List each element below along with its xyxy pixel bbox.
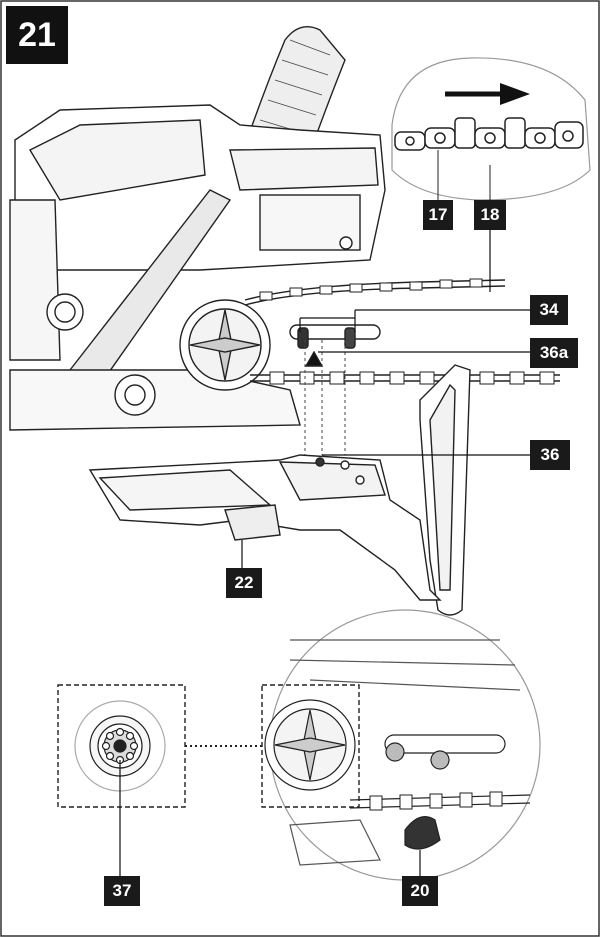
chainsaw-body: [9, 26, 560, 616]
figure-number-badge: 21: [6, 6, 68, 64]
chain-detail-circle: [391, 57, 591, 201]
callout-18: 18: [474, 200, 506, 230]
callout-36: 36: [530, 440, 570, 470]
clutch-drum-detail: [57, 684, 186, 808]
arrow-right-icon: [445, 83, 530, 105]
callout-20: 20: [402, 876, 438, 906]
chain-links-detail: [394, 117, 584, 151]
callout-37: 37: [104, 876, 140, 906]
callout-17: 17: [423, 200, 453, 230]
callout-34: 34: [530, 295, 568, 325]
leader-lines: [119, 228, 530, 876]
callout-22: 22: [226, 568, 262, 598]
callout-36a: 36a: [530, 338, 578, 368]
clutch-cover: [88, 454, 442, 601]
sprocket-detail-circle: [261, 609, 541, 881]
